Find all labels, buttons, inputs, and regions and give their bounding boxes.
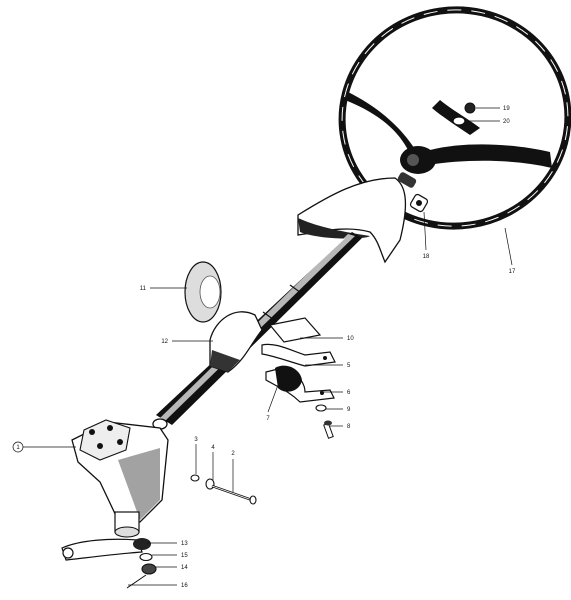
nut-part [190, 474, 200, 482]
clamp-upper [261, 343, 336, 367]
long-bolt-head [249, 495, 257, 505]
gearbox-bolt-1 [89, 429, 95, 435]
column-ring-1 [289, 284, 305, 296]
callout-11: 11 [140, 286, 147, 292]
wheel-hub-center [407, 154, 419, 166]
callout-1-ring [12, 441, 24, 453]
callout-3: 3 [194, 437, 198, 443]
callout-9: 9 [347, 407, 351, 413]
callout-4: 4 [211, 445, 215, 451]
clamp-lower-hole [320, 391, 324, 395]
bracket-plate [268, 317, 322, 343]
wheel-spoke-left [345, 92, 420, 158]
bolt-head [324, 420, 332, 426]
horn-washer [452, 116, 466, 126]
steering-wheel [338, 6, 571, 230]
horn-nut [464, 102, 476, 114]
washer-part [315, 404, 327, 412]
callout-6: 6 [347, 390, 351, 396]
gearbox-shade [118, 448, 160, 520]
callout-8: 8 [347, 424, 351, 430]
callout-labels: 1 2 3 4 5 6 7 8 9 10 11 12 13 14 15 16 1… [12, 106, 516, 589]
gearbox-bolt-2 [107, 425, 113, 431]
callout-10: 10 [347, 336, 354, 342]
callout-5: 5 [347, 363, 351, 369]
gearbox-bolt-4 [117, 439, 123, 445]
column-ring-2 [262, 311, 278, 323]
callout-7: 7 [266, 416, 270, 422]
callout-13: 13 [181, 541, 188, 547]
spring-washer [139, 552, 153, 562]
split-pin [126, 574, 147, 589]
long-bolt-shank-inner [211, 485, 253, 501]
rubber-block [275, 365, 302, 392]
boot-shade [210, 350, 240, 372]
column-bush-bore [416, 200, 422, 206]
drop-arm [61, 538, 143, 561]
drop-arm-nut [141, 563, 157, 575]
drop-arm-eye [62, 547, 74, 559]
callout-20: 20 [503, 119, 510, 125]
gearbox-bolt-3 [97, 443, 103, 449]
wheel-coupling [397, 172, 417, 188]
bolt-shank [323, 422, 334, 439]
clamp-upper-hole [323, 356, 327, 360]
callout-17: 17 [509, 269, 516, 275]
seal-part [184, 261, 222, 323]
steering-box [71, 419, 169, 538]
shroud-body [297, 177, 407, 264]
leader-lines [23, 107, 513, 586]
seal-inner [199, 275, 221, 309]
drop-arm-assembly [61, 538, 157, 589]
boot-part [209, 311, 263, 373]
column-bracket [261, 317, 336, 439]
callout-18: 18 [423, 254, 430, 260]
callout-12: 12 [161, 339, 168, 345]
gearbox-output-end [114, 526, 140, 538]
leader-18 [423, 211, 427, 251]
leader-17 [504, 227, 513, 266]
leader-7 [267, 384, 279, 413]
callout-16: 16 [181, 583, 188, 589]
callout-14: 14 [181, 565, 188, 571]
callout-2: 2 [231, 451, 235, 457]
callout-19: 19 [503, 106, 510, 112]
drop-arm-boss [133, 538, 151, 550]
callout-15: 15 [181, 553, 188, 559]
callout-1: 1 [16, 445, 20, 451]
wheel-spoke-right [428, 144, 552, 168]
mounting-bolt-set [190, 474, 257, 505]
